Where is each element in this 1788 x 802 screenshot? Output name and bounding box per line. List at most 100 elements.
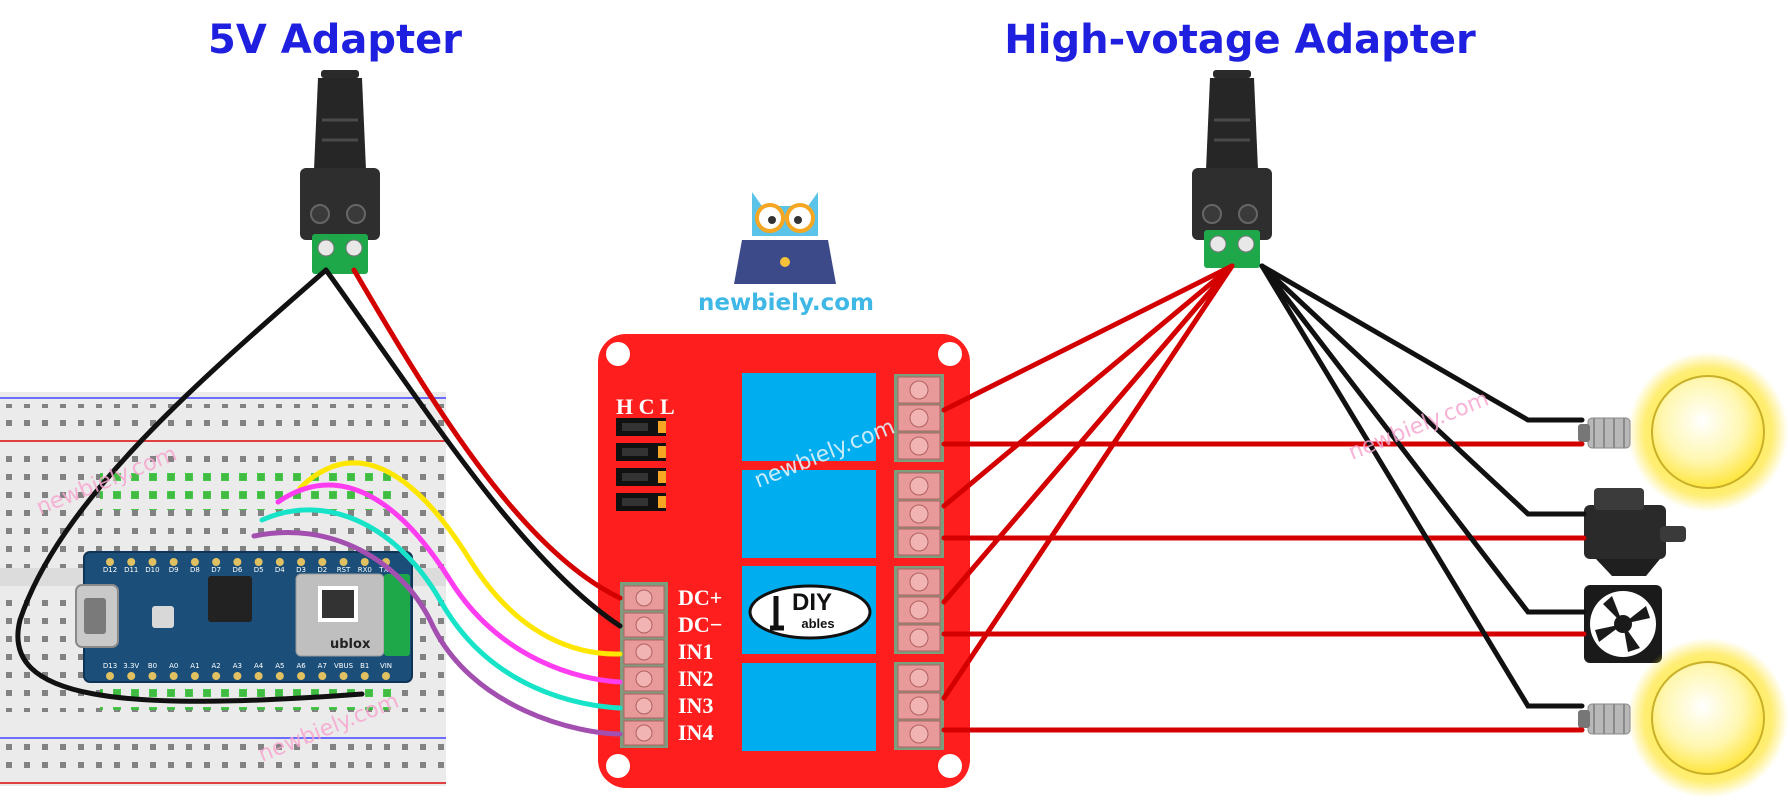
newbiely-logo: newbiely.com <box>698 192 874 316</box>
screw-head <box>909 600 929 620</box>
arduino-pin <box>233 558 242 566</box>
water-pump <box>1584 488 1686 576</box>
arduino-pin-label: D7 <box>211 566 221 574</box>
relay-block-1 <box>742 373 876 461</box>
arduino-pin-label: RX0 <box>358 566 372 574</box>
screw-head <box>909 724 929 744</box>
screw-head <box>909 572 929 592</box>
wire-5v-gnd-to-arduino <box>15 267 365 704</box>
wire-hv-gnd-fan <box>1259 263 1587 615</box>
arduino-pin-label: A4 <box>254 662 264 670</box>
arduino-pin <box>360 672 369 680</box>
arduino-pin-label: D10 <box>145 566 159 574</box>
arduino-pin-label: VIN <box>380 662 392 670</box>
arduino-pin <box>127 672 136 680</box>
wire-in1-yellow <box>297 460 623 657</box>
screw-head <box>635 616 653 634</box>
screw-head <box>909 476 929 496</box>
wire-in3-cyan <box>259 507 623 711</box>
screw-head <box>909 380 929 400</box>
module-label: ublox <box>330 637 371 652</box>
wire-5v-gnd-to-relay <box>323 267 623 629</box>
relay-block-2 <box>742 470 876 558</box>
input-label: DC− <box>678 612 722 637</box>
right-power-adapter <box>1192 70 1272 268</box>
screw-head <box>909 668 929 688</box>
wire-hv-pos-relay3 <box>941 263 1235 605</box>
arduino-pin-label: A7 <box>318 662 327 670</box>
wire-hv-pos-relay1 <box>941 263 1235 413</box>
cooling-fan <box>1584 585 1662 663</box>
arduino-pin-label: D13 <box>103 662 117 670</box>
arduino-pin <box>169 672 178 680</box>
arduino-pin-label: A2 <box>212 662 221 670</box>
arduino-pin-label: RST <box>337 566 351 574</box>
arduino-pin <box>106 672 114 680</box>
arduino-pin <box>254 558 263 566</box>
arduino-pin-label: D2 <box>317 566 327 574</box>
screw-head <box>909 408 929 428</box>
arduino-pin <box>148 558 157 566</box>
arduino-pin <box>212 672 221 680</box>
arduino-pin-label: D9 <box>169 566 179 574</box>
input-label: IN3 <box>678 693 713 718</box>
screw-head <box>635 724 653 742</box>
jumper-pins <box>616 418 666 511</box>
wire-hv-gnd-bulb2 <box>1259 263 1585 709</box>
wire-hv-gnd-bulb1 <box>1259 263 1585 423</box>
wire-in2-magenta <box>275 482 623 685</box>
diyables-logo-sub: ables <box>801 616 834 631</box>
wire-in4-purple <box>251 530 623 737</box>
diyables-logo: DIY ables <box>748 584 872 640</box>
arduino-pin-label: TX1 <box>378 566 393 574</box>
arduino-pin <box>339 558 348 566</box>
input-label: IN2 <box>678 666 713 691</box>
arduino-pin-label: B0 <box>148 662 157 670</box>
arduino-pin-label: D4 <box>275 566 285 574</box>
left-adapter-title: 5V Adapter <box>208 17 462 63</box>
wire-5v-pos-to-relay <box>351 267 623 601</box>
input-label: DC+ <box>678 585 722 610</box>
arduino-pin <box>297 558 306 566</box>
arduino-pin <box>339 672 348 680</box>
wire-hv-pos-relay2 <box>941 263 1235 509</box>
arduino-pin <box>212 558 221 566</box>
wire-hv-gnd-pump <box>1259 263 1587 517</box>
brand-name: newbiely.com <box>698 290 874 316</box>
screw-head <box>909 504 929 524</box>
arduino-pin <box>297 672 306 680</box>
arduino-pin <box>275 672 284 680</box>
arduino-pin-label: D12 <box>103 566 117 574</box>
screw-head <box>635 643 653 661</box>
screw-head <box>635 589 653 607</box>
watermark-4: newbiely.com <box>1345 387 1493 466</box>
arduino-pin-label: A1 <box>190 662 199 670</box>
left-power-adapter <box>300 70 380 274</box>
arduino-pin-label: A3 <box>233 662 242 670</box>
arduino-pin <box>233 672 242 680</box>
arduino-pin <box>254 672 263 680</box>
arduino-pin-label: A0 <box>169 662 178 670</box>
relay-block-4 <box>742 663 876 751</box>
arduino-pin-label: 3.3V <box>123 662 139 670</box>
wire-hv-pos-relay4 <box>941 263 1235 701</box>
arduino-pin-label: D3 <box>296 566 306 574</box>
jumper-header-label: H C L <box>616 394 675 419</box>
screw-head <box>909 436 929 456</box>
arduino-pin-label: D5 <box>254 566 264 574</box>
arduino-pin-label: B1 <box>360 662 369 670</box>
screw-head <box>635 697 653 715</box>
arduino-pin <box>190 558 199 566</box>
arduino-pin <box>382 672 390 680</box>
wires <box>15 263 1587 737</box>
arduino-pin <box>318 558 327 566</box>
arduino-pin-label: D8 <box>190 566 200 574</box>
arduino-pin-label: D6 <box>232 566 242 574</box>
arduino-pin <box>190 672 199 680</box>
arduino-pin <box>106 558 114 566</box>
screw-head <box>909 696 929 716</box>
arduino-pin <box>360 558 369 566</box>
